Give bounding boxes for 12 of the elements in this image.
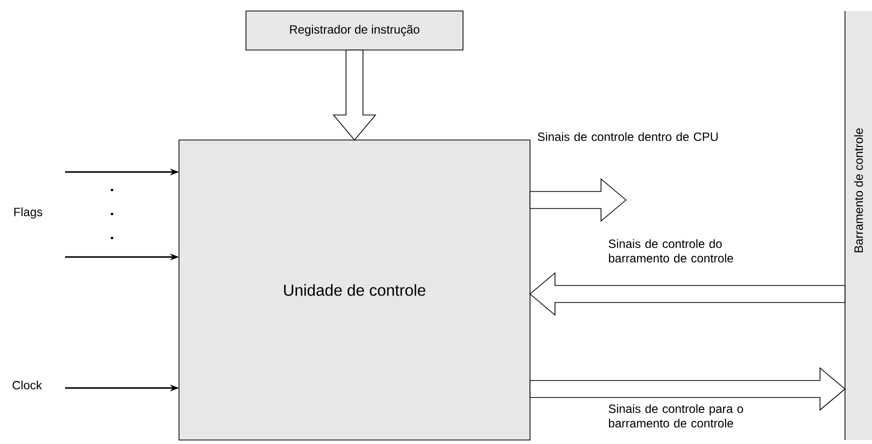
- control-bus-bar: Barramento de controle: [844, 10, 872, 440]
- hollow-arrow: [530, 367, 846, 411]
- edge-label: Sinais de controle dentro de CPU: [538, 132, 718, 141]
- edge-label: Sinais de controle para o barramento de controle: [608, 404, 744, 428]
- signal-label: Clock: [12, 380, 42, 390]
- hollow-arrow: [332, 50, 376, 141]
- hollow-arrow: [530, 178, 627, 222]
- control-unit-box: Unidade de controle: [178, 140, 530, 440]
- edge-label: Sinais de controle do barramento de controle: [608, 239, 734, 262]
- hollow-arrow: [529, 272, 846, 316]
- signal-label: Flags: [14, 207, 42, 219]
- register-box: Registrador de instrução: [246, 10, 464, 50]
